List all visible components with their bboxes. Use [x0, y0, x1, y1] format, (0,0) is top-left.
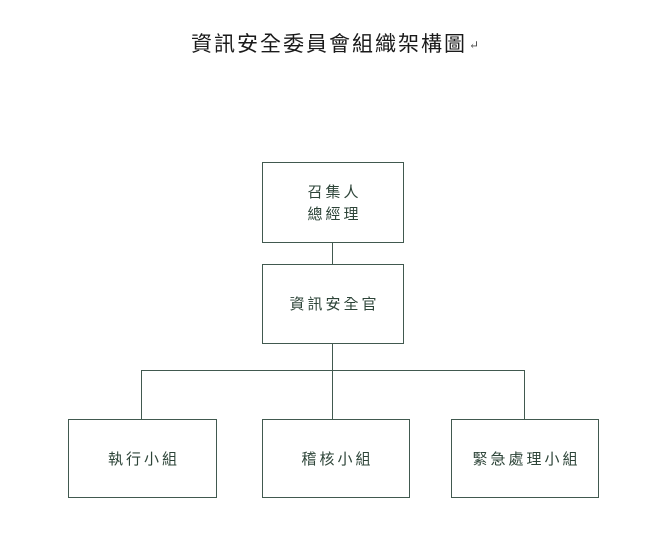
connector-bus-to-emergency	[524, 370, 525, 419]
org-node-convener-line2: 總經理	[307, 204, 362, 223]
paragraph-mark-icon: ↵	[468, 38, 480, 52]
page-title-text: 資訊安全委員會組織架構圖	[190, 32, 467, 56]
org-node-exec-line1: 執行小組	[107, 449, 180, 468]
org-node-convener-line1: 召集人	[307, 182, 362, 201]
org-node-information-security-officer[interactable]: 資訊安全官	[262, 264, 404, 344]
org-node-audit-line1: 稽核小組	[301, 449, 374, 468]
org-node-execution-team[interactable]: 執行小組	[68, 419, 217, 498]
org-node-audit-team[interactable]: 稽核小組	[262, 419, 410, 498]
org-node-emergency-line1: 緊急處理小組	[472, 449, 581, 468]
connector-ciso-to-bus	[332, 344, 333, 371]
connector-horizontal-bus	[141, 370, 525, 371]
org-node-emergency-response-team[interactable]: 緊急處理小組	[451, 419, 599, 498]
org-node-convener[interactable]: 召集人 總經理	[262, 162, 404, 243]
org-node-ciso-line1: 資訊安全官	[289, 295, 380, 313]
connector-bus-to-audit	[332, 370, 333, 419]
connector-convener-to-ciso	[332, 243, 333, 264]
page-title: 資訊安全委員會組織架構圖↵	[0, 30, 670, 59]
connector-bus-to-exec	[141, 370, 142, 419]
